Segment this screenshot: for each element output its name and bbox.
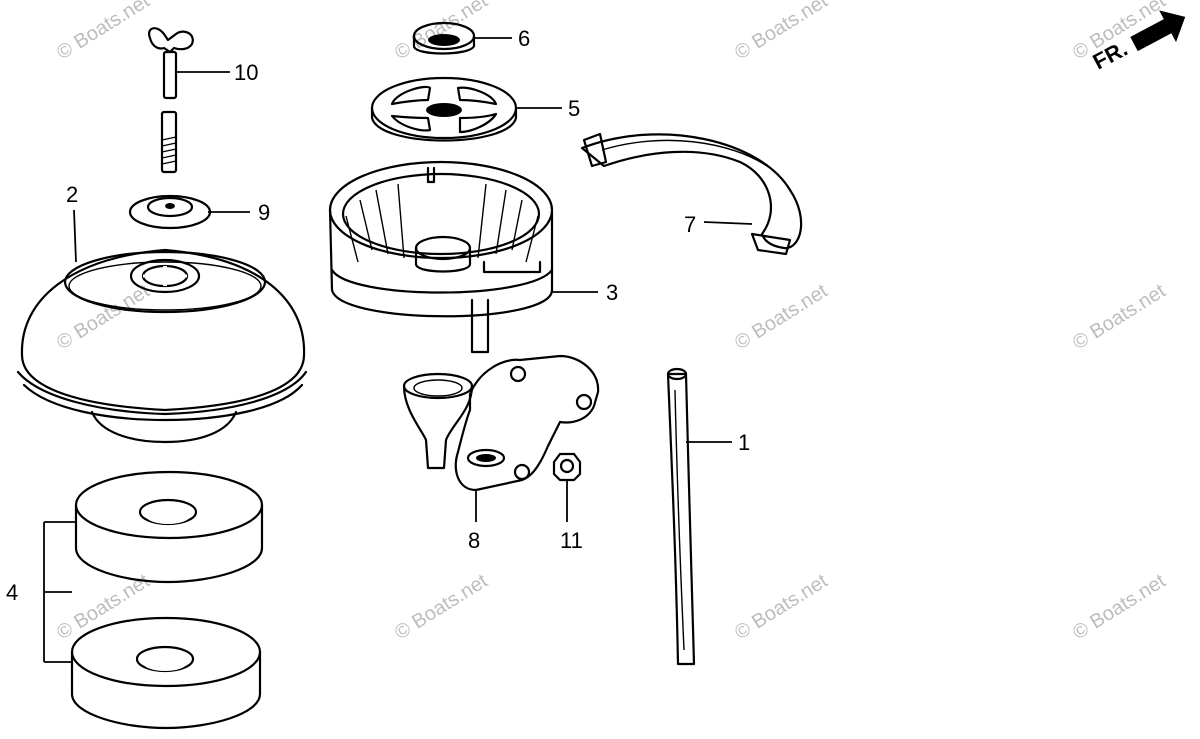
- watermark-text: © Boats.net: [53, 0, 154, 64]
- front-arrow-icon: [1130, 10, 1186, 52]
- callout-6: 6: [518, 26, 530, 51]
- part-6-grommet: [412, 21, 476, 55]
- part-7-curved-seal: [580, 132, 803, 256]
- callout-9: 9: [258, 200, 270, 225]
- callout-11: 11: [560, 528, 583, 553]
- callout-10: 10: [234, 60, 258, 85]
- watermark-text: © Boats.net: [391, 570, 492, 644]
- callout-5: 5: [568, 96, 580, 121]
- callout-2: 2: [66, 182, 78, 207]
- watermark-text: © Boats.net: [391, 0, 492, 64]
- watermark-text: © Boats.net: [731, 570, 832, 644]
- part-5-filter-element: [370, 76, 518, 142]
- watermark-text: © Boats.net: [731, 280, 832, 354]
- watermarks: © Boats.net © Boats.net © Boats.net © Bo…: [53, 0, 1170, 644]
- part-1-tube: [666, 367, 696, 666]
- callout-4: 4: [6, 580, 18, 605]
- part-9-washer: [128, 194, 212, 230]
- part-11-nut: [552, 452, 582, 482]
- watermark-text: © Boats.net: [1069, 570, 1170, 644]
- callouts: 1 2 3 4 5 6 7 8 9 10 11: [6, 26, 750, 605]
- callout-1: 1: [738, 430, 750, 455]
- part-8-elbow: [402, 354, 600, 492]
- callout-3: 3: [606, 280, 618, 305]
- part-4-foam-filter-upper: [74, 470, 264, 584]
- leader-lines: [43, 37, 753, 663]
- part-10-wing-stud: [148, 27, 194, 174]
- watermark-text: © Boats.net: [731, 0, 832, 64]
- callout-7: 7: [684, 212, 696, 237]
- part-3-case: [328, 160, 554, 354]
- part-4-foam-filter-lower: [70, 616, 262, 730]
- callout-8: 8: [468, 528, 480, 553]
- watermark-text: © Boats.net: [1069, 280, 1170, 354]
- part-2-cover: [16, 248, 308, 444]
